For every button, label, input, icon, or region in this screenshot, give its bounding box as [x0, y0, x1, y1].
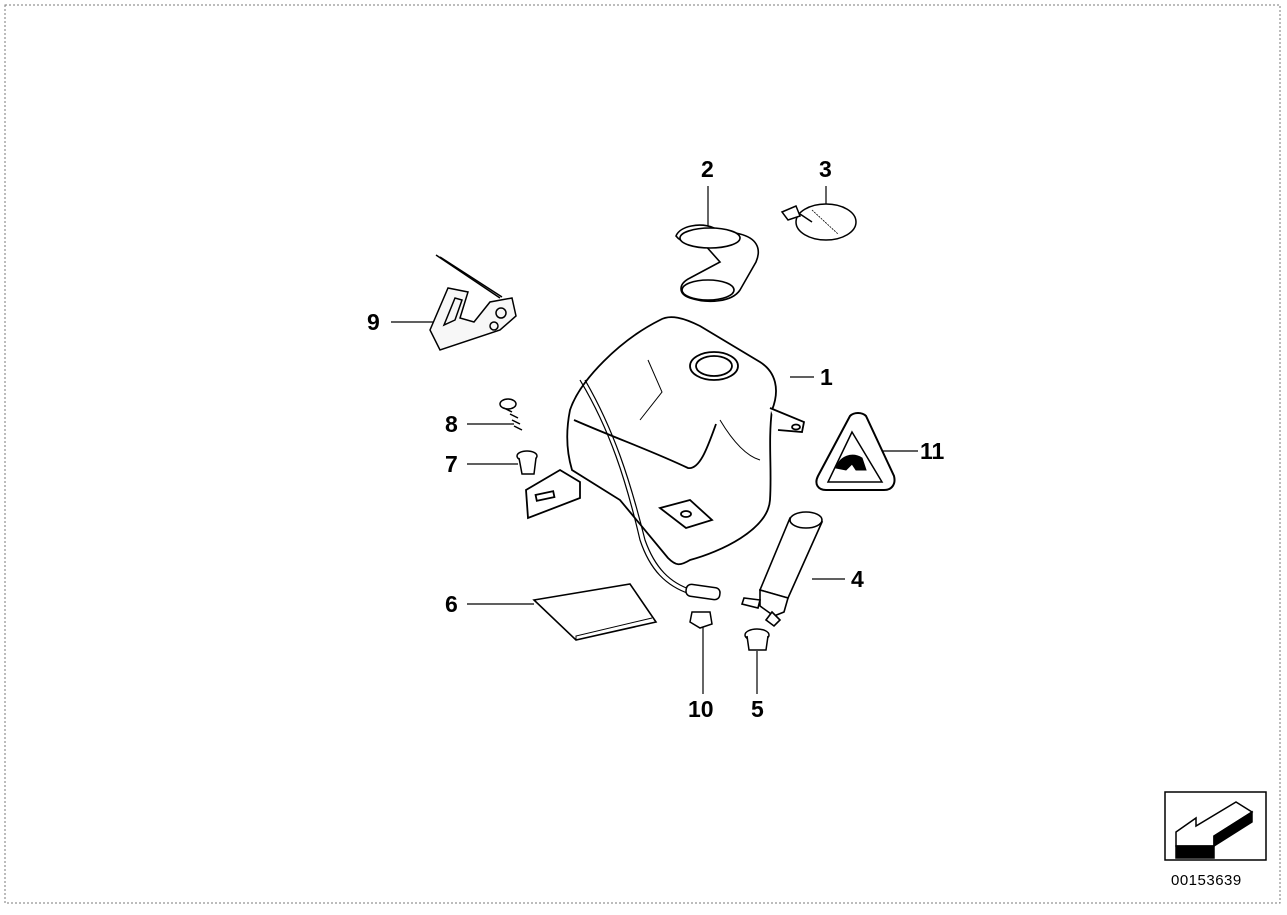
callout-10: 10 — [688, 696, 714, 722]
callout-7: 7 — [445, 451, 458, 477]
reservoir-tank-part-1 — [525, 316, 806, 566]
callout-3: 3 — [819, 156, 832, 182]
pump-part-4 — [740, 511, 824, 628]
connector-part-10 — [685, 583, 721, 629]
callout-8: 8 — [445, 411, 458, 437]
screw-part-8 — [499, 398, 523, 431]
pad-part-6 — [532, 583, 658, 641]
grommet-part-5 — [744, 628, 770, 651]
callout-6: 6 — [445, 591, 458, 617]
callout-9: 9 — [367, 309, 380, 335]
callout-5: 5 — [751, 696, 764, 722]
page-frame — [4, 4, 1281, 904]
navigation-arrow-icon — [1164, 791, 1267, 861]
cap-part-2 — [675, 224, 760, 303]
hose — [579, 379, 693, 595]
bracket-part-9 — [429, 254, 517, 351]
warning-label-part-11 — [815, 412, 896, 491]
document-number: 00153639 — [1171, 872, 1242, 889]
callout-2: 2 — [701, 156, 714, 182]
callout-11: 11 — [920, 438, 945, 464]
clip-part-7 — [516, 450, 538, 475]
callout-1: 1 — [820, 364, 833, 390]
cap-part-3 — [780, 203, 857, 241]
callout-4: 4 — [851, 566, 864, 592]
leader-lines — [391, 186, 918, 694]
